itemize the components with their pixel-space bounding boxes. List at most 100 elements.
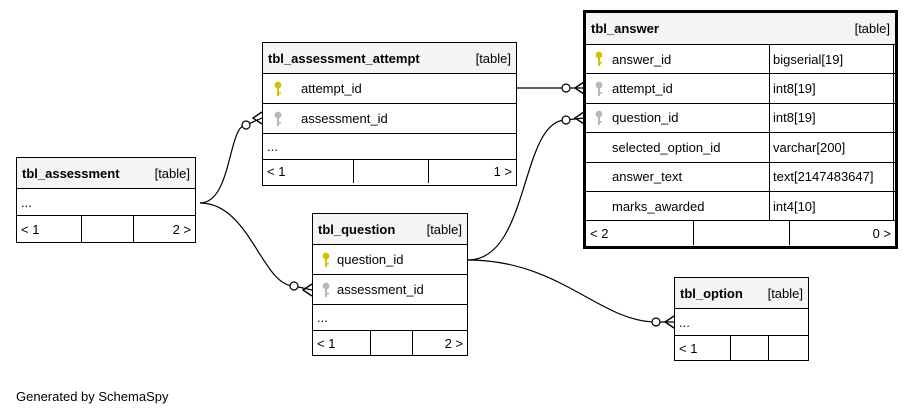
- column-row: marks_awarded int4[10]: [586, 191, 895, 222]
- column-type: int8[19]: [769, 103, 893, 133]
- link-question-answer: [467, 117, 585, 261]
- column-row: selected_option_id varchar[200]: [586, 133, 895, 163]
- foreign-key-icon: [274, 111, 282, 126]
- foreign-key-icon: [322, 282, 330, 297]
- link-assessment-question: [199, 202, 313, 291]
- ellipsis: ...: [317, 310, 328, 325]
- column-row: question_id int8[19]: [586, 103, 895, 134]
- column-row: attempt_id int8[19]: [586, 74, 895, 104]
- table-kind: [table]: [426, 221, 462, 237]
- ellipsis: ...: [267, 139, 278, 154]
- crowfoot-answer-attempt: [573, 81, 585, 95]
- ellipsis-row: ...: [313, 305, 467, 331]
- ellipsis: ...: [679, 314, 690, 330]
- table-assessment-attempt[interactable]: tbl_assessment_attempt [table] attempt_i…: [262, 42, 517, 186]
- column-name: marks_awarded: [612, 198, 705, 214]
- table-kind: [table]: [767, 285, 803, 301]
- table-header: tbl_question [table]: [313, 214, 467, 245]
- column-name: answer_text: [612, 169, 683, 185]
- table-header: tbl_option [table]: [675, 278, 808, 309]
- table-name: tbl_assessment: [22, 165, 120, 181]
- table-header: tbl_answer [table]: [586, 13, 895, 45]
- column-name: attempt_id: [301, 81, 362, 96]
- footer-spacer: [730, 336, 768, 360]
- column-row: question_id: [313, 245, 467, 275]
- column-spacer: [893, 103, 895, 133]
- column-type: bigserial[19]: [769, 45, 893, 74]
- parent-count: < 1: [317, 335, 336, 351]
- column-spacer: [893, 162, 895, 191]
- optional-marker-answer-question: [561, 115, 571, 125]
- column-spacer: [893, 74, 895, 103]
- table-header: tbl_assessment_attempt [table]: [263, 43, 516, 74]
- parent-count: < 1: [267, 164, 286, 179]
- table-footer: < 1 2 >: [313, 331, 467, 355]
- link-assessment-attempt: [199, 117, 263, 204]
- table-footer: < 1 1 >: [263, 160, 516, 183]
- column-name: selected_option_id: [612, 139, 721, 155]
- ellipsis-row: ...: [675, 309, 808, 336]
- footer-spacer: [768, 336, 808, 360]
- parent-count: < 1: [679, 340, 698, 356]
- column-name: answer_id: [612, 51, 672, 67]
- column-name: attempt_id: [612, 81, 673, 97]
- table-header: tbl_assessment [table]: [17, 158, 195, 189]
- footer-spacer: [81, 216, 133, 242]
- table-assessment[interactable]: tbl_assessment [table] ... < 1 2 >: [16, 157, 196, 243]
- link-question-option: [467, 259, 674, 323]
- table-option[interactable]: tbl_option [table] ... < 1: [674, 277, 809, 361]
- column-name: question_id: [612, 110, 679, 126]
- table-name: tbl_question: [318, 221, 396, 237]
- crowfoot-attempt: [251, 111, 263, 125]
- foreign-key-icon: [594, 110, 612, 127]
- table-kind: [table]: [854, 21, 890, 36]
- table-name: tbl_option: [680, 285, 743, 301]
- optional-marker-attempt: [241, 120, 251, 130]
- column-row: answer_text text[2147483647]: [586, 162, 895, 192]
- optional-marker-answer-attempt: [561, 83, 571, 93]
- crowfoot-option: [663, 315, 675, 329]
- table-question[interactable]: tbl_question [table] question_id assessm…: [312, 213, 468, 356]
- table-answer[interactable]: tbl_answer [table] answer_id bigserial[19…: [583, 10, 898, 249]
- table-footer: < 1 2 >: [17, 216, 195, 242]
- foreign-key-icon: [594, 80, 612, 97]
- ellipsis-row: ...: [263, 134, 516, 160]
- column-name: assessment_id: [301, 111, 388, 126]
- column-type: int4[10]: [769, 191, 893, 221]
- optional-marker-option: [651, 317, 661, 327]
- table-kind: [table]: [475, 50, 511, 66]
- table-name: tbl_answer: [591, 21, 659, 36]
- column-spacer: [893, 45, 895, 74]
- table-footer: < 1: [675, 336, 808, 360]
- generator-credit: Generated by SchemaSpy: [16, 389, 169, 404]
- primary-key-icon: [274, 81, 282, 96]
- column-type: int8[19]: [769, 74, 893, 103]
- footer-spacer: [693, 221, 789, 246]
- optional-marker-question: [289, 281, 299, 291]
- column-spacer: [893, 133, 895, 162]
- child-count: 2 >: [133, 216, 195, 242]
- column-type: varchar[200]: [769, 133, 893, 162]
- column-row: attempt_id: [263, 74, 516, 104]
- table-footer: < 2 0 >: [586, 221, 895, 246]
- column-type: text[2147483647]: [769, 162, 893, 191]
- table-kind: [table]: [154, 165, 190, 181]
- primary-key-icon: [322, 252, 330, 267]
- crowfoot-question: [301, 283, 313, 297]
- column-row: assessment_id: [263, 104, 516, 134]
- column-spacer: [893, 191, 895, 221]
- primary-key-icon: [594, 51, 612, 68]
- footer-spacer: [353, 160, 428, 183]
- parent-count: < 2: [590, 225, 609, 241]
- child-count: 2 >: [412, 331, 467, 355]
- column-row: assessment_id: [313, 275, 467, 305]
- crowfoot-answer-question: [573, 111, 585, 125]
- parent-count: < 1: [21, 221, 40, 237]
- ellipsis: ...: [21, 194, 32, 210]
- column-name: question_id: [337, 252, 404, 267]
- footer-spacer: [370, 331, 412, 355]
- ellipsis-row: ...: [17, 189, 195, 216]
- column-name: assessment_id: [337, 282, 424, 297]
- child-count: 0 >: [789, 221, 895, 246]
